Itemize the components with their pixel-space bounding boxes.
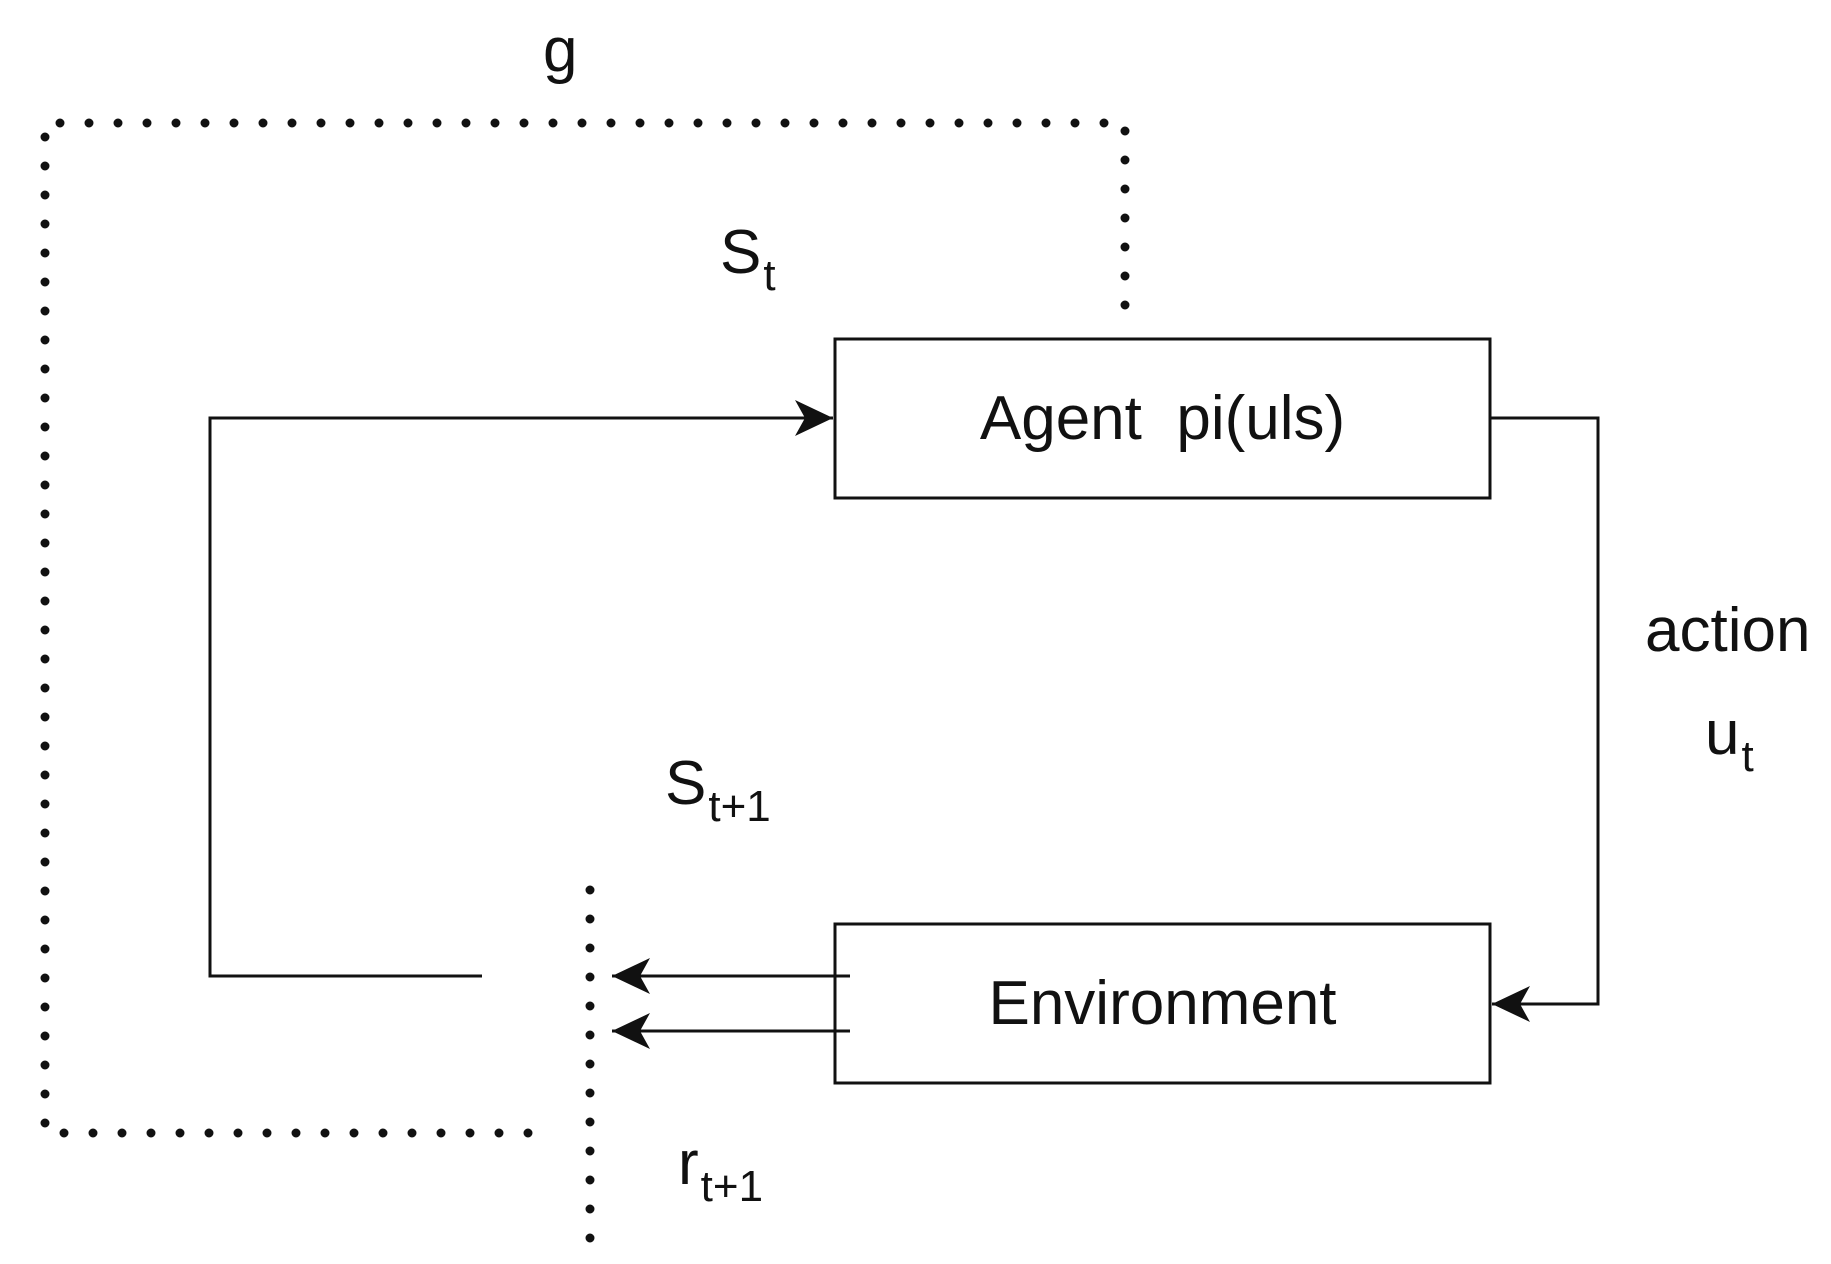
action-label: ut (1705, 703, 1754, 779)
goal-label: g (543, 16, 578, 85)
environment-label: Environment (988, 969, 1337, 1038)
reward-label-base: r (678, 1129, 699, 1198)
action-word-label: action (1645, 596, 1811, 665)
next-state-label-base: S (665, 749, 707, 818)
state-label-base: S (720, 218, 762, 287)
agent-label: Agent pi(uls) (979, 384, 1346, 453)
action-label-sub: t (1741, 731, 1754, 781)
next-state-label-sub: t+1 (708, 781, 771, 831)
state-label: St (720, 222, 776, 298)
state-feedback-arrow (208, 400, 833, 978)
next-state-label: St+1 (665, 753, 771, 829)
action-arrow (1490, 416, 1600, 1022)
reward-label-sub: t+1 (700, 1161, 764, 1211)
action-label-base: u (1705, 699, 1740, 768)
state-label-sub: t (763, 250, 776, 300)
reward-label: rt+1 (678, 1133, 763, 1209)
goal-dotted-loop (40, 118, 1130, 1138)
environment-box (833, 922, 1492, 1085)
